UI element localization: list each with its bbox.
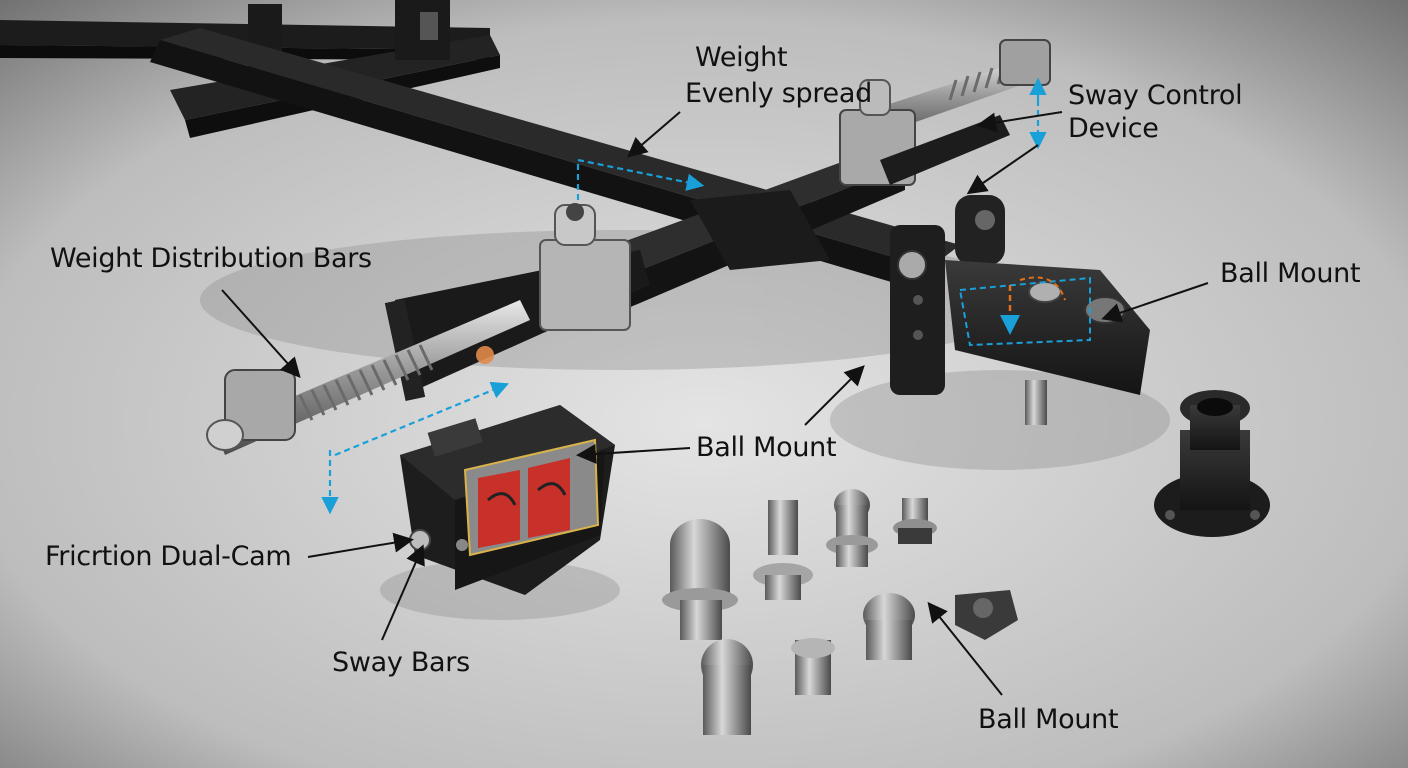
hitch-head	[890, 195, 1150, 425]
label-sway-control-line2: Device	[1068, 113, 1159, 144]
callout-line-ball-mount-right	[1101, 282, 1209, 323]
hitch-ball-small-1	[753, 500, 813, 600]
label-ball-mount-right: Ball Mount	[1220, 258, 1361, 289]
cross-beam	[560, 148, 905, 320]
callout-line-weight-evenly	[626, 111, 681, 158]
callout-line-weight-distribution	[221, 289, 301, 378]
label-sway-control-line1: Sway Control	[1068, 80, 1243, 111]
hitch-ball-small-6	[701, 639, 753, 735]
hitch-ball-small-5	[791, 638, 835, 695]
callout-line-ball-mount-bottom	[927, 601, 1003, 696]
right-spring-bar	[839, 39, 1051, 186]
friction-cam-block	[400, 405, 615, 595]
hitch-nut	[955, 590, 1018, 640]
cam-cutaway	[463, 438, 600, 557]
label-weight-distribution-bars: Weight Distribution Bars	[50, 243, 372, 274]
label-sway-bars: Sway Bars	[332, 647, 470, 678]
callout-line-friction-dual-cam	[307, 532, 414, 558]
callout-line-sway-bars	[381, 544, 425, 641]
callout-line-sway-control	[976, 111, 1063, 133]
hitch-ball-small-4	[863, 593, 915, 660]
hitch-balls	[662, 390, 1270, 735]
callout-lines	[221, 111, 1209, 696]
label-weight-line2: Evenly spread	[685, 78, 872, 109]
label-friction-dual-cam: Fricrtion Dual-Cam	[45, 541, 292, 572]
label-weight-line1: Weight	[695, 42, 788, 73]
force-indicators	[321, 77, 1047, 515]
callout-line-ball-mount-center	[576, 444, 691, 464]
hitch-ball-small-3	[893, 498, 937, 544]
label-ball-mount-center: Ball Mount	[696, 432, 837, 463]
label-ball-mount-bottom: Ball Mount	[978, 704, 1119, 735]
hitch-ball-small-2	[826, 489, 878, 567]
callout-line-ball-mount-center-2	[804, 365, 865, 426]
callout-line-sway-control-2	[966, 144, 1039, 195]
shank-collar	[1154, 390, 1270, 537]
left-spring-bar	[206, 203, 650, 455]
hitch-ball-large	[662, 519, 738, 640]
